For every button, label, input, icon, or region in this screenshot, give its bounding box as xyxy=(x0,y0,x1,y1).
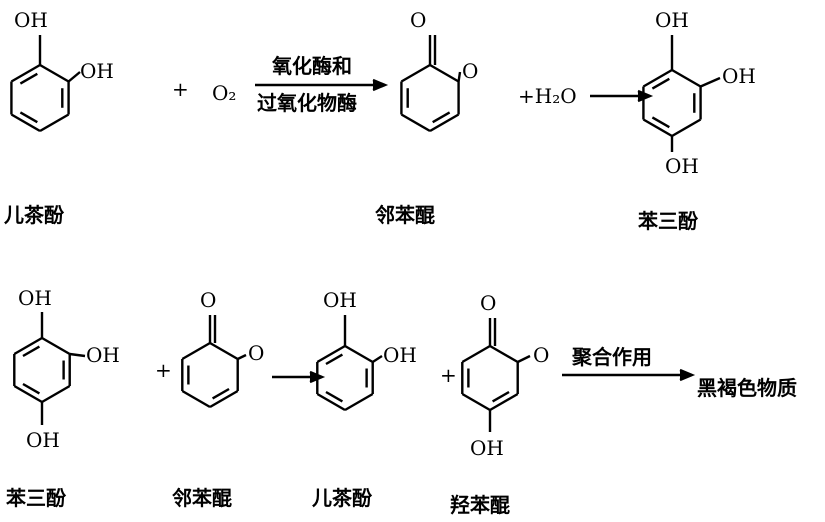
catechol2-label: 儿茶酚 xyxy=(311,486,373,510)
catechol2-oh-right: OH xyxy=(383,343,417,367)
bond-lines xyxy=(10,35,721,432)
reaction-arrow-4-head xyxy=(679,368,696,382)
hydroxyquinone-ring-bond xyxy=(489,392,519,412)
oxygen-reactant: O₂ xyxy=(212,81,236,105)
quinone-ring-double-bond xyxy=(432,111,451,124)
hydroxyquinone-ring-double-bond xyxy=(491,390,510,403)
pyrogallol2-ring-double-bond xyxy=(22,382,41,395)
pyrogallol2-oh-bottom: OH xyxy=(26,428,60,452)
pyrogallol-oh-top: OH xyxy=(655,8,689,32)
quinone2-ring-bond xyxy=(209,389,239,409)
bond xyxy=(237,353,247,361)
water-reactant: +H₂O xyxy=(518,84,577,108)
pyrogallol2-oh-top: OH xyxy=(18,286,52,310)
enzyme-label-top: 氧化酶和 xyxy=(271,54,352,78)
pyrogallol2-ring-bond xyxy=(41,384,71,404)
catechol-oh-right: OH xyxy=(80,59,114,83)
quinone2-label: 邻苯醌 xyxy=(172,486,232,510)
pyrogallol2-label: 苯三酚 xyxy=(5,486,67,510)
hydroxyquinone-ring-bond xyxy=(461,392,491,412)
catechol2-ring-bond xyxy=(316,392,346,412)
catechol2-ring-double-bond xyxy=(325,390,344,403)
pyrogallol-oh-bottom: OH xyxy=(665,154,699,178)
pyrogallol-ring-bond xyxy=(671,118,702,138)
pyrogallol2-ring-bond xyxy=(13,336,43,356)
pyrogallol-ring-bond xyxy=(642,68,673,88)
bond xyxy=(457,71,462,82)
pyrogallol-ring-bond xyxy=(642,118,673,138)
plus-sign: + xyxy=(172,77,189,101)
catechol2-ring-bond xyxy=(344,392,374,412)
hydroxyquinone-ring-bond xyxy=(461,344,491,364)
quinone2-o-right: O xyxy=(248,341,264,365)
plus-sign-3: + xyxy=(440,363,457,387)
catechol2-ring-double-bond xyxy=(325,353,344,366)
quinone-ring-bond xyxy=(429,113,460,133)
enzyme-label-bottom: 过氧化物酶 xyxy=(257,91,357,115)
catechol2-oh-top: OH xyxy=(323,288,357,312)
catechol-oh-top: OH xyxy=(14,8,48,32)
quinone2-ring-double-bond xyxy=(211,387,230,400)
pyrogallol-ring-bond xyxy=(671,68,702,88)
catechol2-ring-bond xyxy=(316,344,346,364)
catechol-label: 儿茶酚 xyxy=(3,203,65,227)
quinone-ring-bond xyxy=(400,113,431,133)
hydroxyquinone-oh-bottom: OH xyxy=(470,436,504,460)
pyrogallol2-ring-bond xyxy=(41,336,71,356)
quinone-ring-bond xyxy=(429,63,460,83)
quinone2-o-top: O xyxy=(200,288,216,312)
polymerization-label: 聚合作用 xyxy=(571,345,652,369)
catechol2-ring-bond xyxy=(344,344,374,364)
quinone-o-top: O xyxy=(410,8,426,32)
hydroxyquinone-o-right: O xyxy=(533,343,549,367)
product-label: 黑褐色物质 xyxy=(697,376,797,400)
catechol-ring-bond xyxy=(10,63,41,83)
bond xyxy=(69,352,86,358)
pyrogallol-ring-double-bond xyxy=(651,77,670,90)
bond xyxy=(517,354,531,364)
pyrogallol-label: 苯三酚 xyxy=(637,209,699,233)
reaction-arrow-1-head xyxy=(372,78,389,92)
reaction-arrow-3-head xyxy=(309,370,326,384)
hydroxyquinone-o-top: O xyxy=(480,291,496,315)
catechol-ring-bond xyxy=(10,113,41,133)
quinone-ring-bond xyxy=(400,63,431,83)
quinone2-ring-bond xyxy=(181,389,211,409)
bond xyxy=(372,354,383,364)
pyrogallol-ring-double-bond xyxy=(651,116,670,129)
quinone-o-right: O xyxy=(462,59,478,83)
plus-sign-2: + xyxy=(155,358,172,382)
catechol-ring-double-bond xyxy=(19,111,38,124)
quinone-label: 邻苯醌 xyxy=(375,203,435,227)
catechol-ring-bond xyxy=(39,63,70,83)
hydroxyquinone-ring-bond xyxy=(489,344,519,364)
bond xyxy=(700,76,721,88)
bond xyxy=(67,71,81,83)
catechol-ring-double-bond xyxy=(19,72,38,85)
quinone2-ring-bond xyxy=(181,341,211,361)
catechol-ring-bond xyxy=(39,113,70,133)
quinone2-ring-bond xyxy=(209,341,239,361)
hydroxyquinone-label: 羟苯醌 xyxy=(450,493,510,517)
pyrogallol2-oh-right: OH xyxy=(86,343,120,367)
pyrogallol2-ring-bond xyxy=(13,384,43,404)
pyrogallol2-ring-double-bond xyxy=(22,345,41,358)
pyrogallol-oh-right: OH xyxy=(722,64,756,88)
